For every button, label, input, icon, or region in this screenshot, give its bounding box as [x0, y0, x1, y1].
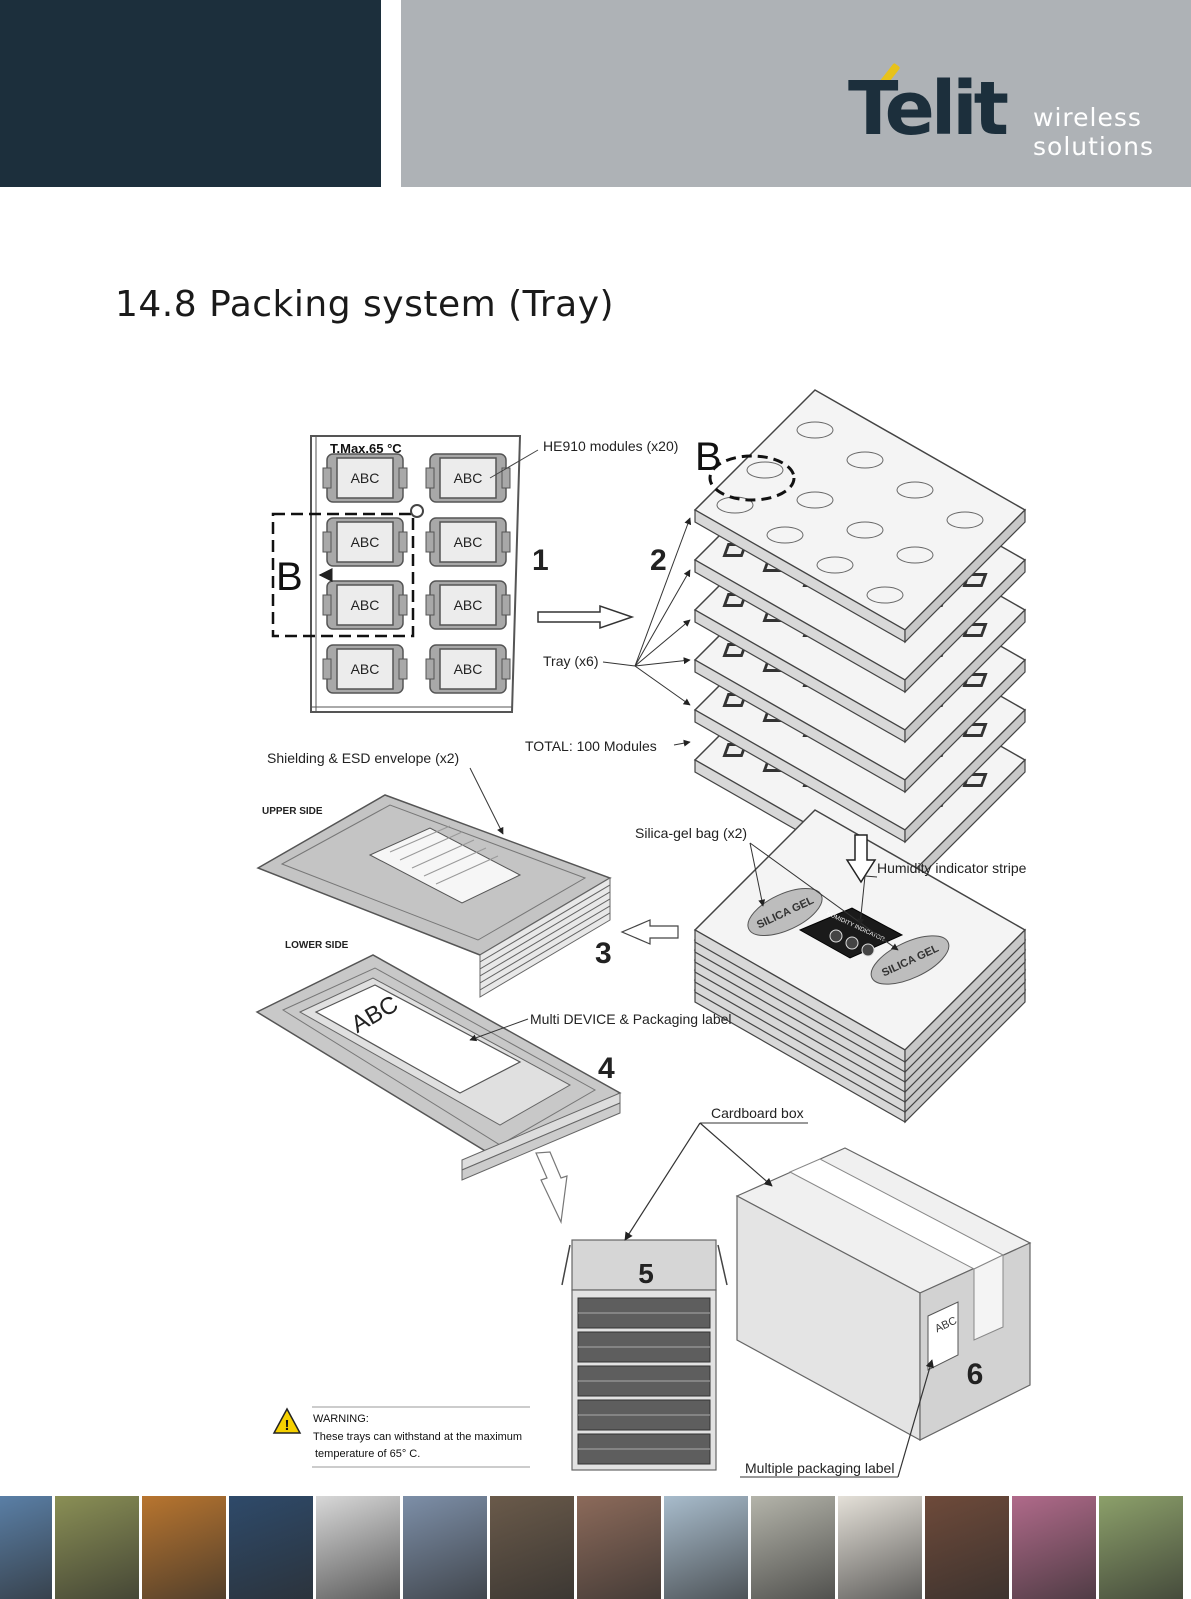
telit-logo: Telit wireless solutions: [848, 62, 1168, 162]
open-cardboard-box: [561, 1239, 728, 1471]
left-arrow-icon: [620, 919, 679, 945]
modules-callout: HE910 modules (x20): [543, 438, 678, 454]
phone-sign-photo: [55, 1496, 139, 1599]
logo-tagline-1: wireless: [1033, 103, 1142, 132]
lower-side-label: LOWER SIDE: [285, 940, 349, 951]
keyboard-photo: [316, 1496, 400, 1599]
header-dark-block: [0, 0, 381, 187]
down-right-arrow-icon: [535, 1151, 568, 1225]
footer-photo-strip: [0, 1496, 1191, 1599]
down-arrow-icon: [845, 834, 877, 884]
vending-photo: [577, 1496, 661, 1599]
header-grey-block: [401, 0, 1191, 187]
cardboard-callout: Cardboard box: [711, 1105, 804, 1121]
station-photo: [925, 1496, 1009, 1599]
airplane-photo: [0, 1496, 52, 1599]
step-5: 5: [638, 1258, 654, 1289]
svg-text:!: !: [285, 1417, 290, 1434]
containers-photo: [142, 1496, 226, 1599]
tray-callout: Tray (x6): [543, 653, 598, 669]
step-4: 4: [598, 1052, 615, 1085]
warning-icon: [272, 1407, 302, 1434]
module-label: ABC: [351, 470, 380, 486]
clock-display-photo: [229, 1496, 313, 1599]
silica-callout: Silica-gel bag (x2): [635, 825, 747, 841]
upper-side-label: UPPER SIDE: [262, 806, 323, 817]
module-label: ABC: [351, 661, 380, 677]
warning-line-2: temperature of 65° C.: [315, 1448, 420, 1460]
section-title: 14.8 Packing system (Tray): [115, 284, 615, 325]
envelope-callout: Shielding & ESD envelope (x2): [267, 750, 459, 766]
multi-label-callout: Multi DEVICE & Packaging label: [530, 1011, 732, 1027]
right-arrow-icon: [537, 604, 635, 630]
humidity-callout: Humidity indicator stripe: [877, 860, 1027, 876]
closed-cardboard-box: ABC: [735, 1147, 1032, 1442]
sealed-tray-stack: SILICA GEL SILICA GEL HUMIDITY INDICATOR: [694, 809, 1026, 1123]
wind-turbines-photo: [664, 1496, 748, 1599]
logo-brand: Telit: [848, 66, 1009, 152]
tray-stack: B: [694, 389, 1026, 893]
module-label: ABC: [454, 470, 483, 486]
detail-b-label-2: B: [695, 435, 722, 479]
white-room-photo: [838, 1496, 922, 1599]
tray-detail-drawing: T.Max.65 °C ABC ABC ABC ABC ABC ABC ABC …: [271, 435, 678, 713]
step-3: 3: [595, 937, 612, 970]
cyclist-photo: [403, 1496, 487, 1599]
module-label: ABC: [454, 534, 483, 550]
meter-photo: [751, 1496, 835, 1599]
logo-tagline-2: solutions: [1033, 132, 1155, 161]
step-1: 1: [532, 544, 549, 577]
module-label: ABC: [454, 661, 483, 677]
sealed-envelope: ABC: [255, 954, 622, 1181]
step-2: 2: [650, 544, 667, 577]
pink-goods-photo: [1012, 1496, 1096, 1599]
module-label: ABC: [351, 534, 380, 550]
warning-title: WARNING:: [313, 1413, 369, 1425]
step-6: 6: [967, 1358, 984, 1391]
card-reader-photo: [490, 1496, 574, 1599]
multiple-label-callout: Multiple packaging label: [745, 1460, 894, 1476]
warning-box: ! WARNING: These trays can withstand at …: [272, 1406, 530, 1468]
camera-photo: [1099, 1496, 1183, 1599]
total-callout: TOTAL: 100 Modules: [525, 738, 657, 754]
warning-line-1: These trays can withstand at the maximum: [313, 1431, 522, 1443]
detail-b-label: B: [276, 555, 303, 599]
module-label: ABC: [351, 597, 380, 613]
module-label: ABC: [454, 597, 483, 613]
temp-max-label: T.Max.65 °C: [330, 441, 402, 456]
esd-envelope-upper: [256, 794, 612, 998]
